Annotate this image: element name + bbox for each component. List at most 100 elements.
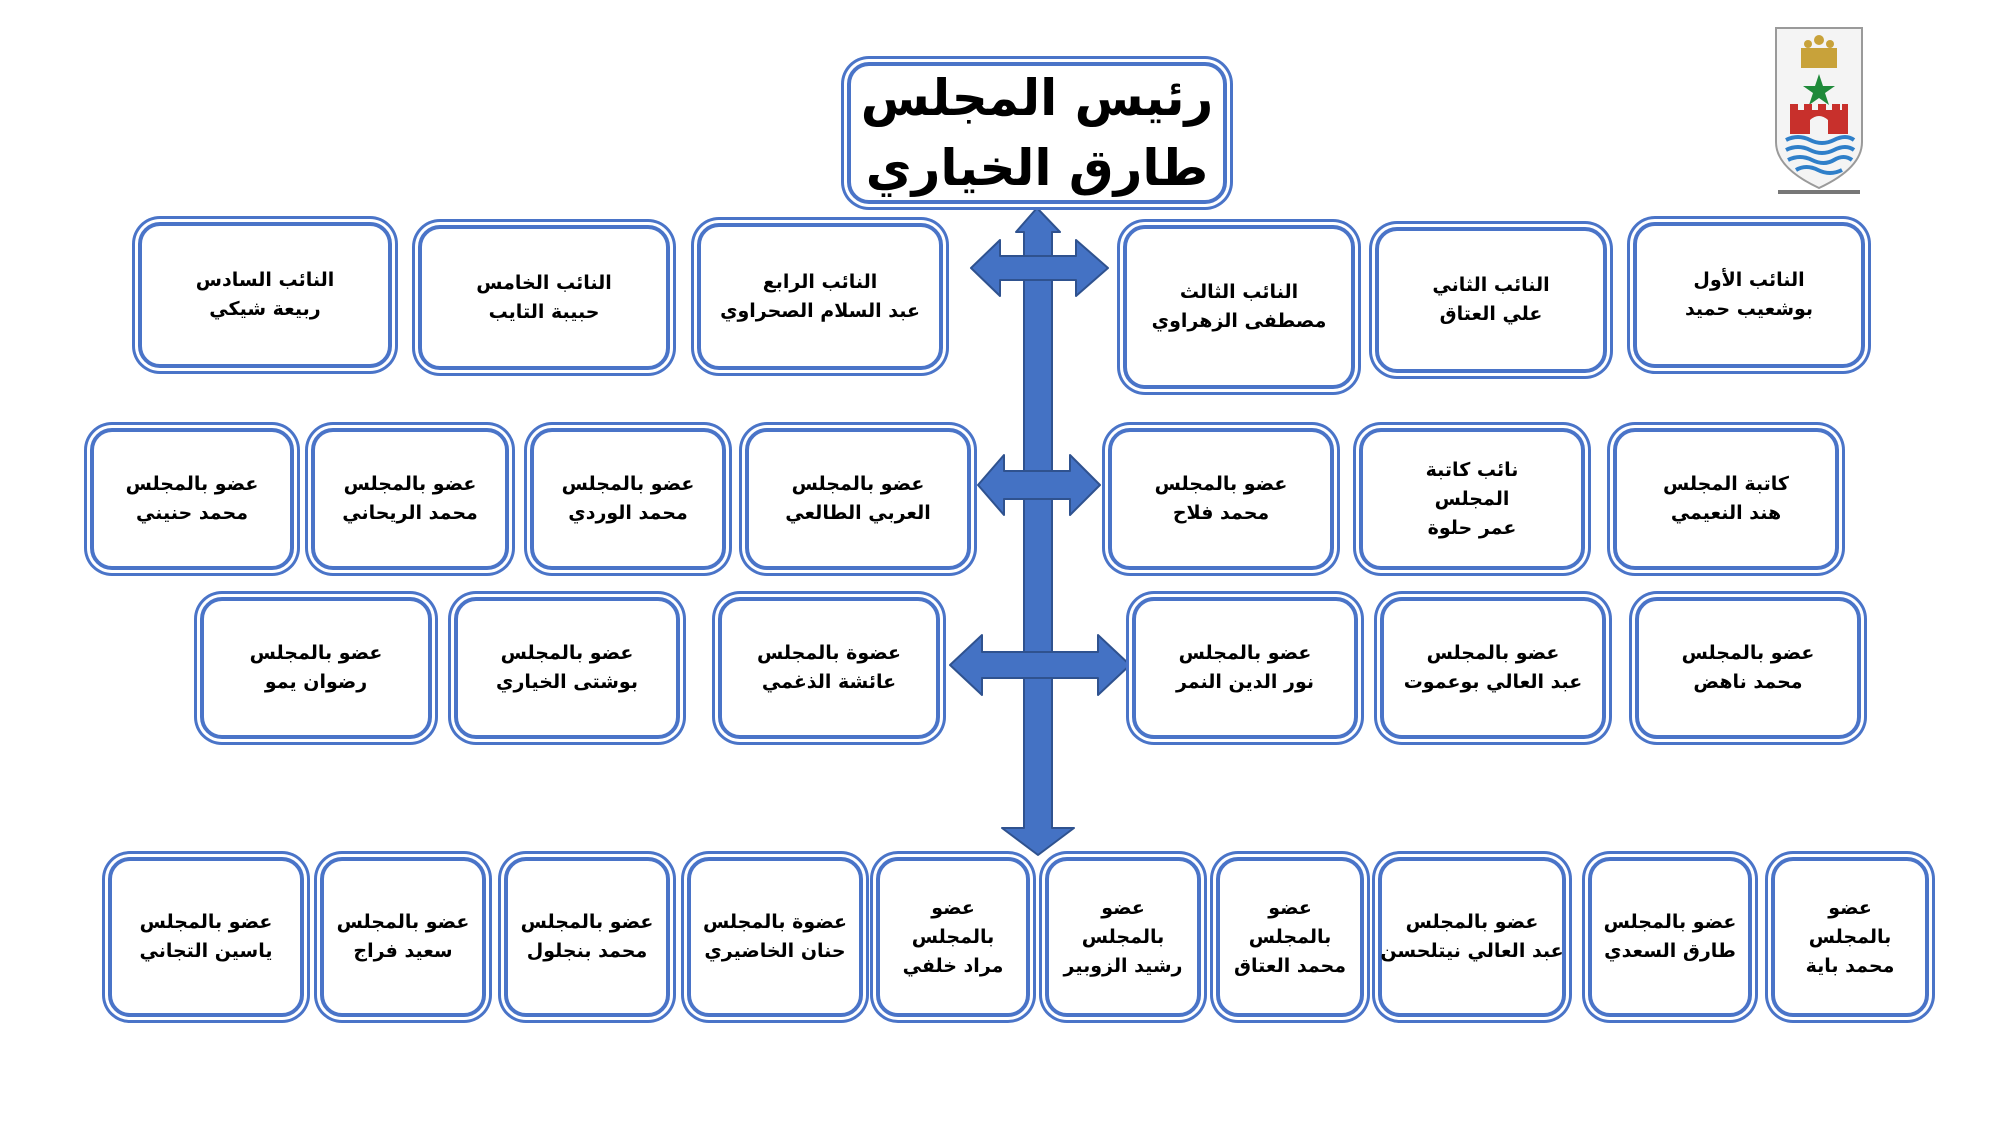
vertical-shaft (1001, 207, 1075, 856)
box-line: عضو بالمجلس (249, 642, 383, 664)
box-line: النائب الثاني (1432, 274, 1550, 296)
row1-arrow (970, 239, 1109, 297)
box-line: عمر حلوة (1427, 516, 1517, 539)
member-box-row3: عضو بالمجلس بوشتى الخياري (454, 597, 680, 739)
municipality-logo (1775, 27, 1863, 194)
member-box-row1: النائب الخامس حبيبة التايب (418, 225, 670, 370)
president-box: رئيس المجلس طارق الخياري (847, 62, 1227, 204)
member-box-row4: عضو بالمجلس محمد باية (1771, 857, 1929, 1017)
box-line: عبد العالي نيتلحسن (1380, 940, 1564, 962)
box-line: مراد خلفي (902, 954, 1004, 977)
box-line: عضو (1101, 896, 1145, 919)
box-line: النائب السادس (195, 269, 335, 291)
member-box-row1: النائب الثاني علي العتاق (1375, 227, 1607, 373)
member-box-row3: عضو بالمجلس رضوان يمو (200, 597, 432, 739)
member-box-row2: نائب كاتبة المجلس عمر حلوة (1359, 428, 1585, 570)
member-box-row1: النائب الثالث مصطفى الزهراوي (1123, 225, 1355, 389)
box-line: محمد الوردي (568, 502, 688, 524)
box-line: محمد العتاق (1233, 954, 1347, 977)
member-box-row3: عضو بالمجلس نور الدين النمر (1132, 597, 1358, 739)
member-box-row1: النائب الرابع عبد السلام الصحراوي (697, 223, 943, 370)
box-line: حبيبة التايب (488, 300, 600, 323)
member-box-row3: عضو بالمجلس محمد ناهض (1635, 597, 1861, 739)
member-box-row4: عضو بالمجلس محمد بنجلول (504, 857, 670, 1017)
member-box-row2: عضو بالمجلس محمد الوردي (530, 428, 726, 570)
box-line: عضوة بالمجلس (757, 642, 901, 664)
box-line: علي العتاق (1439, 303, 1543, 325)
box-line: عبد السلام الصحراوي (720, 299, 920, 322)
member-box-row2: كاتبة المجلس هند النعيمي (1613, 428, 1839, 570)
box-line: عضو بالمجلس (1154, 473, 1288, 495)
member-box-row2: عضو بالمجلس محمد الريحاني (311, 428, 509, 570)
member-box-row4: عضو بالمجلس ياسين التجاني (108, 857, 304, 1017)
member-box-row4: عضو بالمجلس محمد العتاق (1216, 857, 1364, 1017)
box-line: ياسين التجاني (139, 940, 273, 962)
box-line: عضو (1268, 896, 1312, 919)
box-line: كاتبة المجلس (1663, 473, 1789, 495)
box-line: عضو (1828, 896, 1872, 919)
member-box-row1: النائب الأول بوشعيب حميد (1633, 222, 1865, 368)
box-line: عضو بالمجلس (1603, 911, 1737, 933)
box-line: عضوة بالمجلس (703, 911, 847, 933)
box-line: عائشة الذغمي (761, 671, 897, 693)
box-line: هند النعيمي (1670, 502, 1782, 524)
box-line: النائب الثالث (1179, 281, 1299, 303)
member-box-row4: عضو بالمجلس سعيد فراج (320, 857, 486, 1017)
box-line: محمد فلاح (1172, 502, 1270, 524)
box-line: النائب الأول (1693, 269, 1805, 291)
member-box-row3: عضو بالمجلس عبد العالي بوعموت (1380, 597, 1606, 739)
box-line: بالمجلس (1081, 925, 1165, 948)
box-line: رضوان يمو (264, 671, 368, 693)
box-line: عضو بالمجلس (520, 911, 654, 933)
member-box-row3: عضوة بالمجلس عائشة الذغمي (718, 597, 940, 739)
box-line: بوشعيب حميد (1684, 298, 1814, 320)
box-line: محمد ناهض (1693, 671, 1803, 693)
box-line: عضو بالمجلس (1681, 642, 1815, 664)
box-line: عضو بالمجلس (1405, 911, 1539, 933)
box-line: نور الدين النمر (1175, 671, 1315, 693)
box-line: محمد الريحاني (342, 502, 478, 524)
box-line: بوشتى الخياري (496, 671, 638, 693)
box-line: العربي الطالعي (785, 502, 931, 524)
box-line: محمد باية (1805, 954, 1895, 977)
box-line: عضو بالمجلس (343, 473, 477, 495)
box-line: بالمجلس (1808, 925, 1892, 948)
box-line: عضو بالمجلس (1426, 642, 1560, 664)
member-box-row4: عضو بالمجلس طارق السعدي (1588, 857, 1752, 1017)
box-line: النائب الخامس (476, 271, 612, 294)
box-line: طارق السعدي (1604, 940, 1736, 962)
box-line: عضو بالمجلس (336, 911, 470, 933)
box-line: نائب كاتبة (1425, 458, 1519, 481)
member-box-row2: عضو بالمجلس محمد فلاح (1108, 428, 1334, 570)
box-line: طارق الخياري (865, 139, 1209, 197)
box-line: عضو (931, 896, 975, 919)
box-line: عضو بالمجلس (561, 473, 695, 495)
box-line: بالمجلس (911, 925, 995, 948)
row2-arrow (977, 454, 1101, 516)
box-line: بالمجلس (1248, 925, 1332, 948)
member-box-row4: عضو بالمجلس مراد خلفي (876, 857, 1030, 1017)
box-line: محمد حنيني (136, 502, 248, 524)
member-box-row2: عضو بالمجلس محمد حنيني (90, 428, 294, 570)
box-line: عضو بالمجلس (139, 911, 273, 933)
member-box-row1: النائب السادس ربيعة شيكي (138, 222, 392, 368)
box-line: رشيد الزوبير (1063, 954, 1183, 977)
member-box-row4: عضو بالمجلس عبد العالي نيتلحسن (1378, 857, 1566, 1017)
box-line: عضو بالمجلس (125, 473, 259, 495)
row3-arrow (949, 634, 1131, 696)
box-line: المجلس (1434, 487, 1510, 510)
box-line: محمد بنجلول (526, 940, 648, 962)
box-line: مصطفى الزهراوي (1151, 310, 1327, 332)
box-line: النائب الرابع (762, 270, 878, 293)
box-line: عضو بالمجلس (1178, 642, 1312, 664)
member-box-row4: عضو بالمجلس رشيد الزوبير (1045, 857, 1201, 1017)
box-line: عضو بالمجلس (500, 642, 634, 664)
box-line: ربيعة شيكي (209, 298, 321, 320)
box-line: رئيس المجلس (860, 69, 1214, 127)
box-line: عبد العالي بوعموت (1403, 671, 1583, 693)
box-line: سعيد فراج (353, 940, 453, 962)
